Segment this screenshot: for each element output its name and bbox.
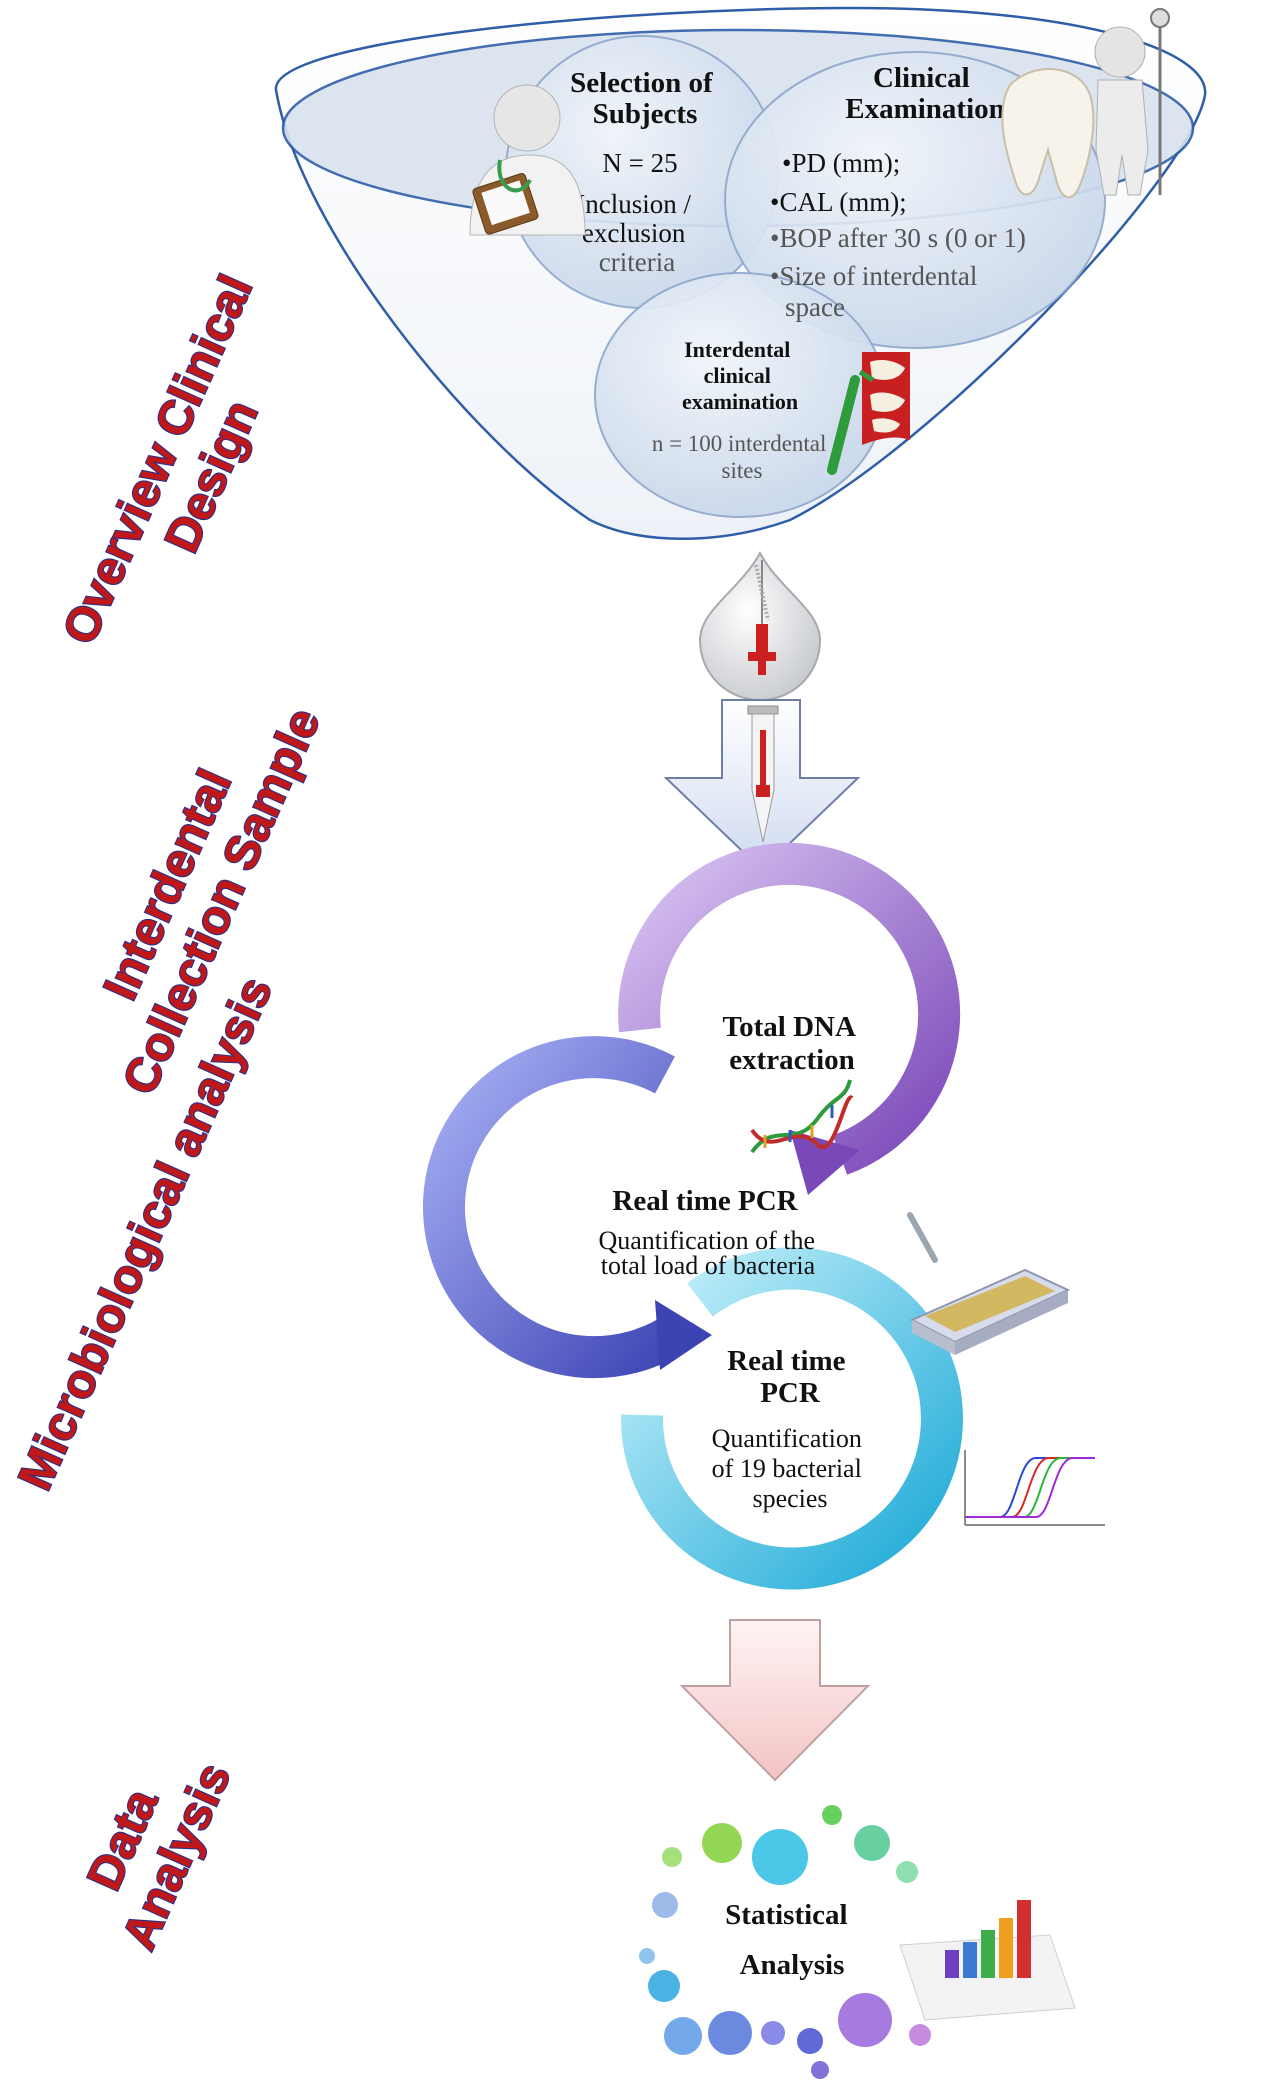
statistics-bubbles bbox=[639, 1805, 931, 2079]
interdental-brush-icon bbox=[748, 560, 776, 675]
statistical-label: Statistical Analysis bbox=[725, 1899, 855, 1981]
real-time-pcr-ring-1 bbox=[423, 1036, 712, 1379]
pcr-plate-icon bbox=[907, 1212, 1071, 1355]
clinical-bullet-size: •Size of interdental bbox=[770, 261, 977, 291]
selection-title: Selection of Subjects bbox=[570, 67, 720, 130]
clinical-title: Clinical Examination bbox=[845, 62, 1005, 125]
interdental-n: n = 100 interdental sites bbox=[652, 431, 832, 483]
doctor-figure-icon bbox=[469, 84, 586, 236]
tooth-dentist-icon bbox=[1001, 8, 1170, 199]
interdental-brush-teeth-icon bbox=[827, 352, 910, 475]
side-label-collection: Interdental Collection Sample bbox=[62, 678, 331, 1102]
clinical-bullet-bop: •BOP after 30 s (0 or 1) bbox=[770, 223, 1026, 253]
pcr2-description: Quantification of 19 bacterial species bbox=[712, 1424, 869, 1513]
clinical-bullet-space: space bbox=[785, 292, 845, 322]
dna-helix-icon bbox=[750, 1079, 854, 1154]
selection-n: N = 25 bbox=[602, 148, 677, 178]
side-label-overview: Overview Clinical Design bbox=[53, 255, 320, 675]
clinical-text: Clinical Examination •PD (mm); •CAL (mm)… bbox=[770, 62, 1026, 322]
pcr1-description: Quantification of the total load of bact… bbox=[598, 1226, 821, 1280]
side-label-data: Data Analysis bbox=[61, 1733, 241, 1958]
pcr1-title: Real time PCR bbox=[612, 1185, 798, 1217]
selection-criteria: Inclusion / exclusion criteria bbox=[576, 189, 698, 277]
amplification-curve-icon bbox=[964, 1450, 1105, 1526]
interdental-text: Interdental clinical examination n = 100… bbox=[652, 337, 832, 483]
ring-text: Total DNA extraction Real time PCR Quant… bbox=[598, 1011, 869, 1513]
pcr2-title: Real time PCR bbox=[727, 1345, 853, 1409]
clinical-bullet-cal: •CAL (mm); bbox=[770, 187, 907, 217]
selection-text: Selection of Subjects N = 25 Inclusion /… bbox=[570, 67, 720, 277]
real-time-pcr-ring-2 bbox=[620, 1247, 963, 1590]
statistical-analysis-text: Statistical Analysis bbox=[725, 1899, 855, 1981]
clinical-bullet-pd: •PD (mm); bbox=[782, 148, 900, 178]
dna-extraction-label: Total DNA extraction bbox=[722, 1011, 861, 1076]
interdental-title: Interdental clinical examination bbox=[682, 337, 798, 414]
down-arrow-pink bbox=[679, 1619, 871, 1782]
tube-icon bbox=[747, 705, 779, 843]
bar-chart-icon bbox=[899, 1900, 1076, 2021]
dna-extraction-ring bbox=[618, 842, 961, 1195]
